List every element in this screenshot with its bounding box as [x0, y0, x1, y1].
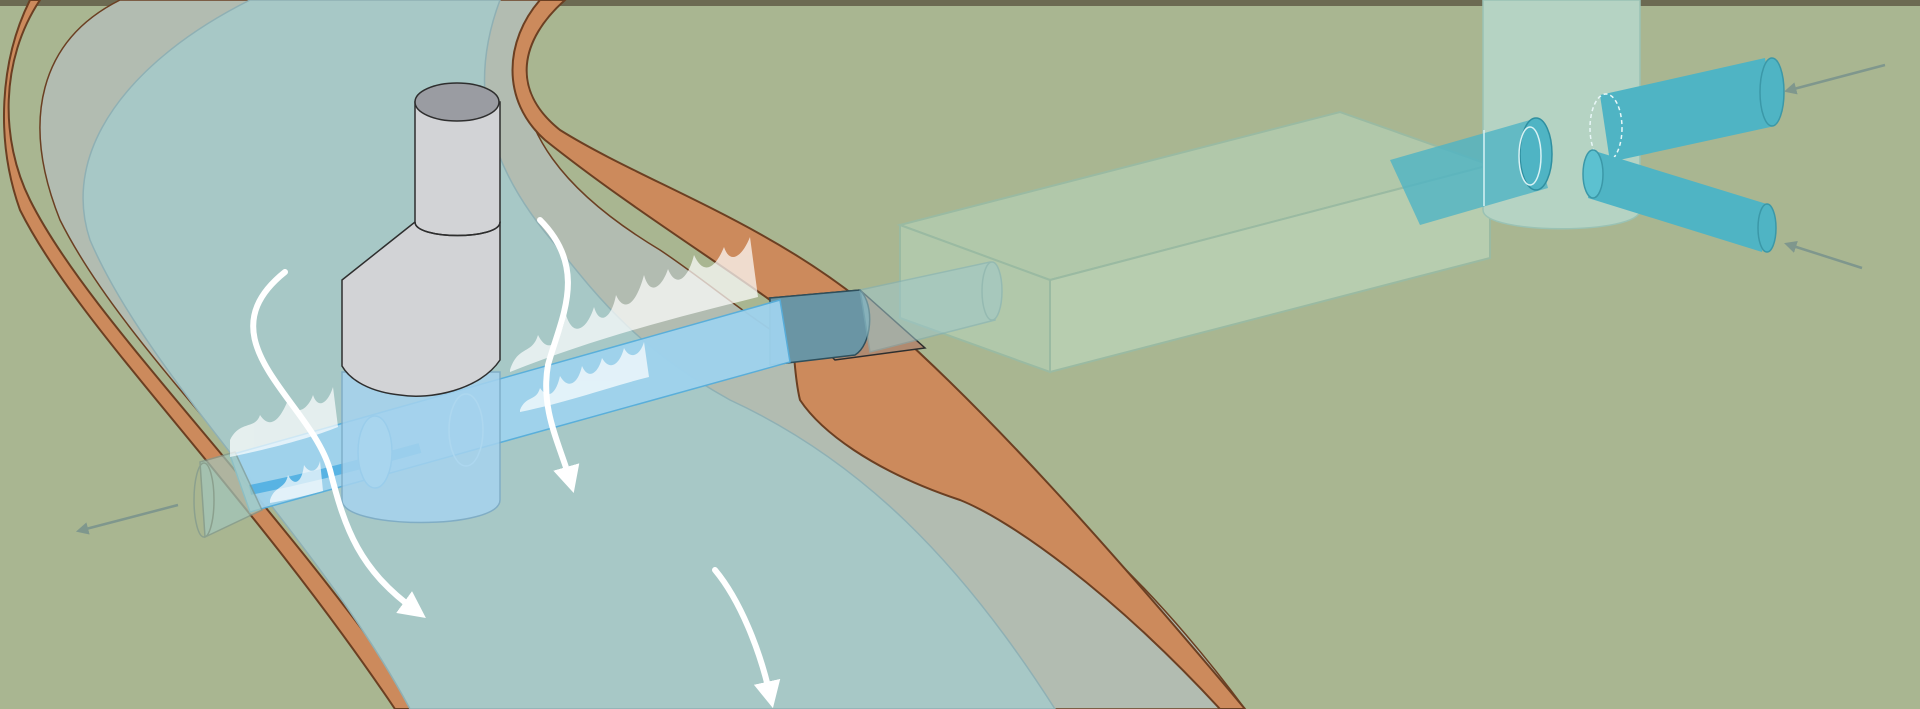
- stream-aeration-diagram: [0, 0, 1920, 709]
